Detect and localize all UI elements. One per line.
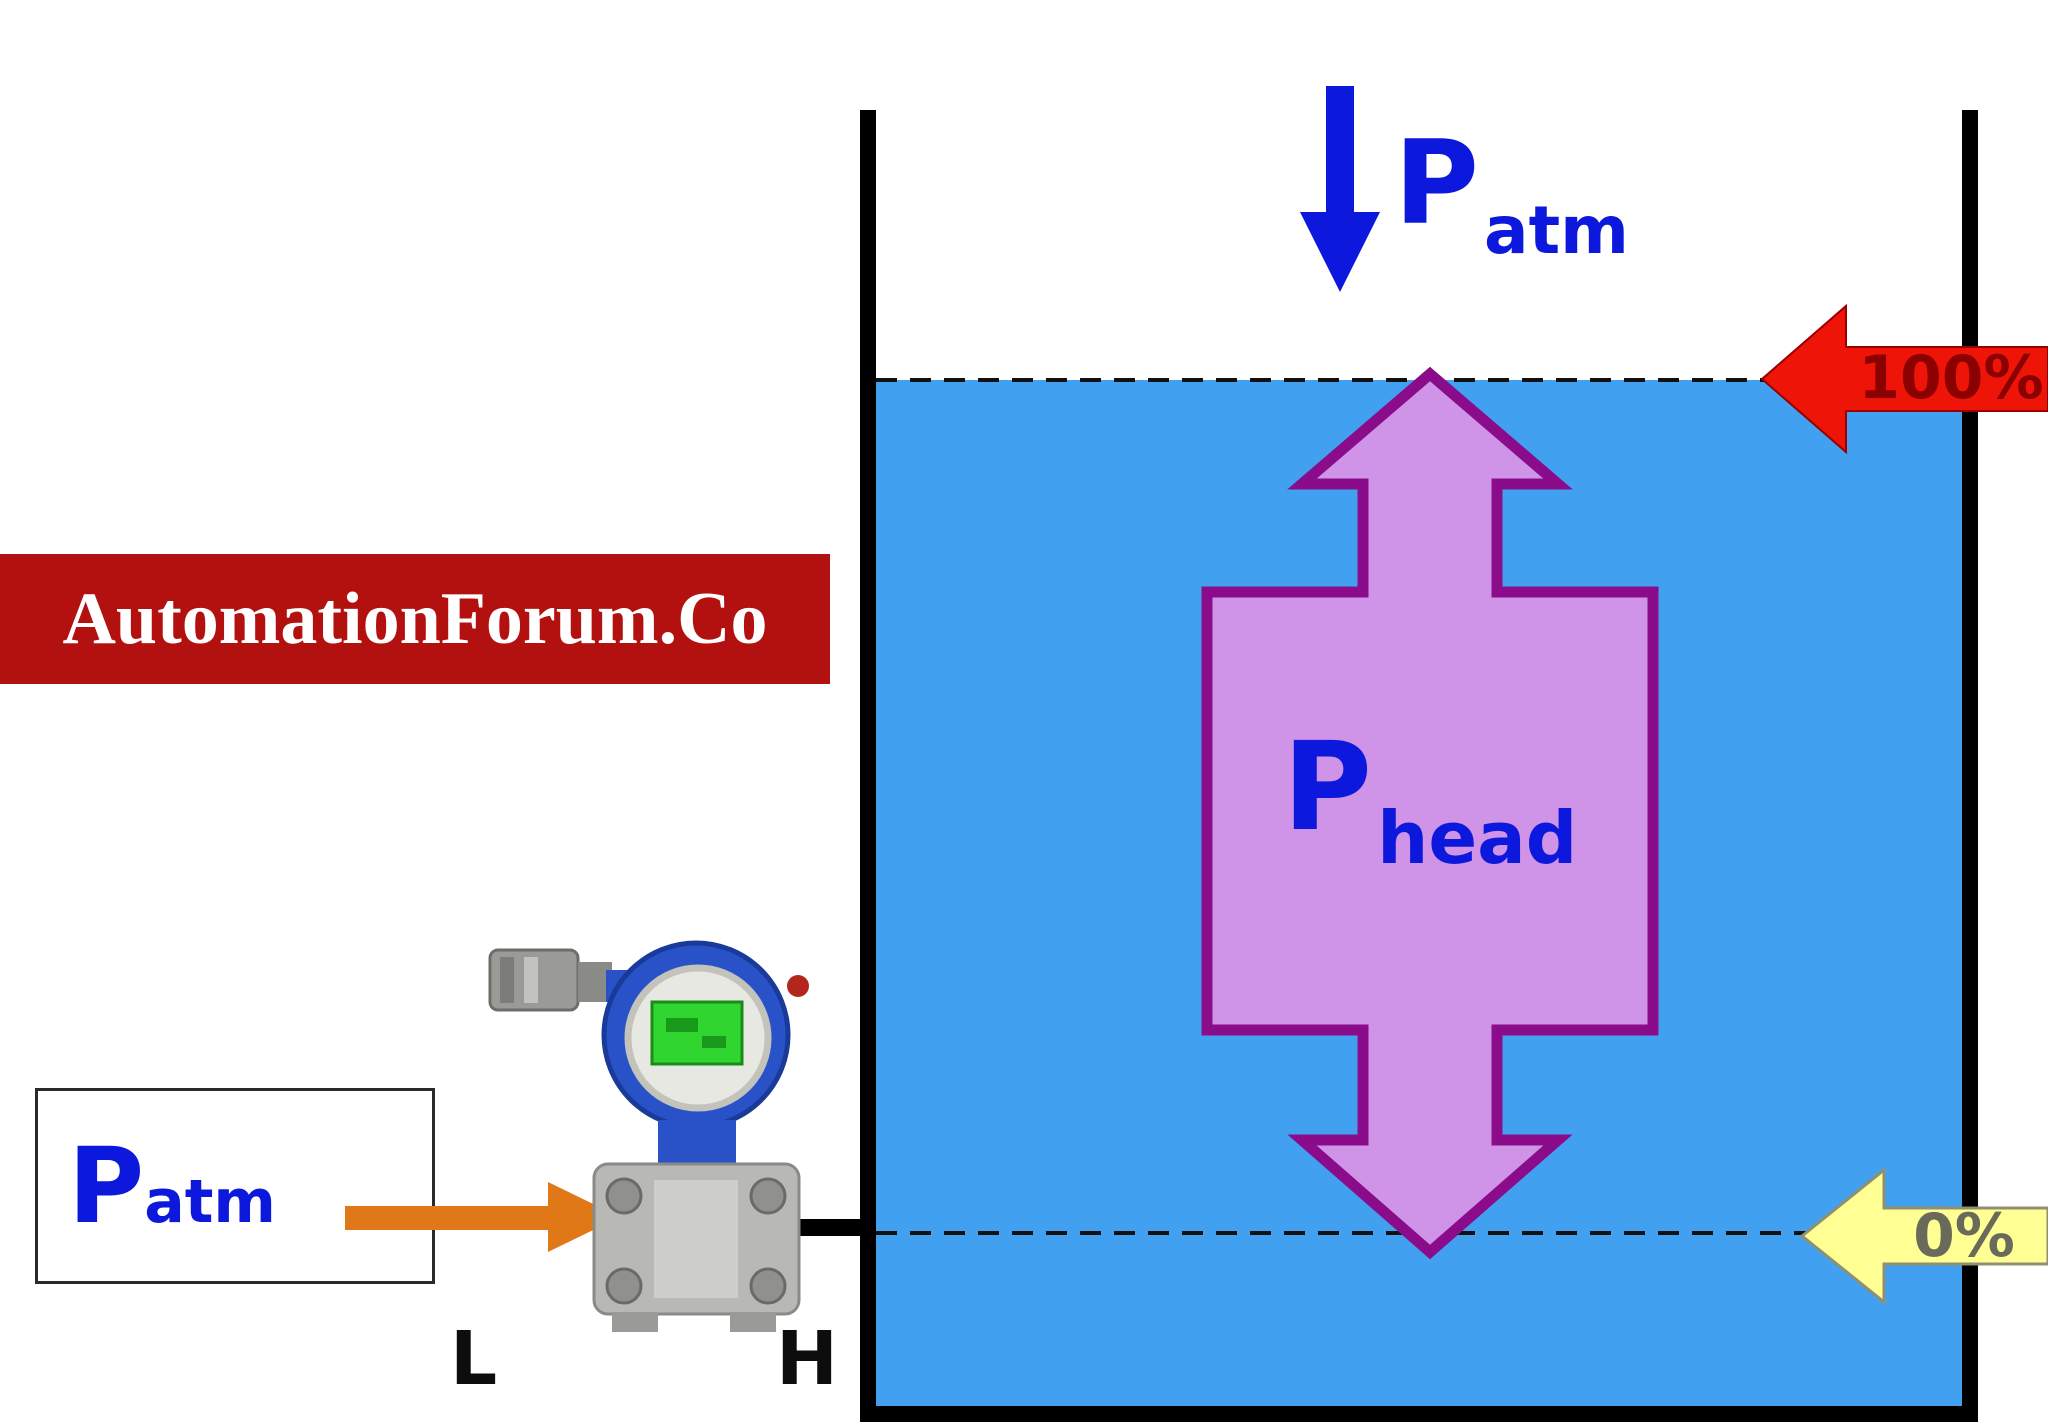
atmospheric-reference-box: Patm (35, 1088, 435, 1284)
atmospheric-pressure-label: Patm (1394, 126, 1629, 264)
transmitter-neck (658, 1120, 736, 1170)
low-side-vent-arrow-icon (345, 1182, 620, 1252)
pressure-symbol: P (1394, 116, 1480, 251)
tank-bottom-wall (860, 1406, 1978, 1422)
lcd-digits (702, 1036, 726, 1048)
conduit-rib (500, 957, 514, 1003)
level-100-label: 100% (1858, 343, 2044, 413)
tank-left-wall (860, 110, 876, 1422)
tank-right-wall (1962, 110, 1978, 1422)
low-port-label: L (450, 1316, 498, 1402)
housing-side-plug (787, 975, 809, 997)
dp-transmitter (488, 940, 809, 1332)
process-port (612, 1312, 658, 1332)
watermark-banner: AutomationForum.Co (0, 554, 830, 684)
banner-text: AutomationForum.Co (62, 577, 768, 660)
lcd-display (650, 1000, 744, 1066)
level-0-arrow-icon (1799, 1166, 2048, 1306)
pressure-subscript: head (1377, 796, 1578, 880)
pressure-symbol: P (68, 1125, 145, 1247)
level-100-arrow-icon (1760, 303, 2048, 455)
flange-bolt (749, 1267, 787, 1305)
process-port (730, 1312, 776, 1332)
high-port-label: H (776, 1316, 838, 1402)
flange-bolt (605, 1267, 643, 1305)
pressure-symbol: P (1282, 716, 1373, 858)
atmospheric-pressure-arrow-icon (1300, 86, 1380, 292)
lcd-digits (666, 1018, 698, 1032)
sensor-center (654, 1180, 738, 1298)
head-pressure-arrow-icon (1201, 366, 1659, 1260)
pressure-subscript: atm (144, 1167, 276, 1237)
pressure-subscript: atm (1484, 192, 1629, 269)
head-pressure-label: Phead (1207, 726, 1653, 874)
level-0-label: 0% (1913, 1201, 2015, 1271)
atmospheric-pressure-source-label: Patm (68, 1134, 276, 1238)
flange-bolt (749, 1177, 787, 1215)
conduit-rib (524, 957, 538, 1003)
flange-bolt (605, 1177, 643, 1215)
